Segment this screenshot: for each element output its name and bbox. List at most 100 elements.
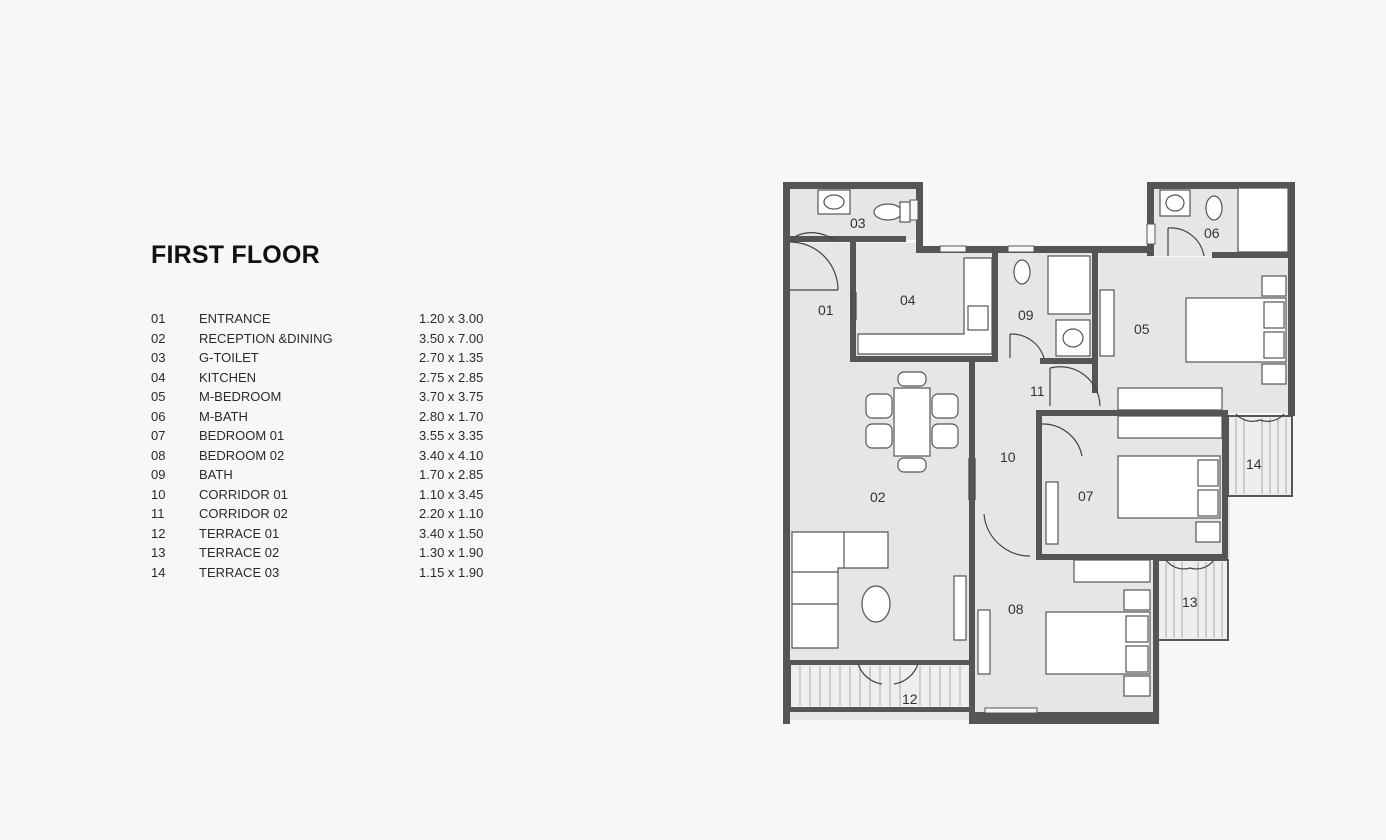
nightstand bbox=[1123, 589, 1151, 611]
page-title: FIRST FLOOR bbox=[151, 241, 320, 269]
wall-bed07-east bbox=[1222, 410, 1228, 560]
room-number: 08 bbox=[151, 447, 166, 463]
sofa-seams bbox=[792, 532, 845, 605]
room-size: 1.70 x 2.85 bbox=[419, 467, 484, 483]
wall-bed07-west bbox=[1036, 410, 1042, 560]
plan-label-01: 01 bbox=[818, 302, 834, 318]
room-name: ENTRANCE bbox=[199, 311, 271, 327]
room-name: CORRIDOR 01 bbox=[199, 486, 288, 502]
wall-bed08-east bbox=[1153, 556, 1159, 724]
wardrobe-bedroom07 bbox=[1117, 415, 1223, 439]
room-size: 3.55 x 3.35 bbox=[419, 428, 484, 444]
room-name: TERRACE 03 bbox=[199, 564, 280, 580]
plan-label-07: 07 bbox=[1078, 488, 1094, 504]
shower-09 bbox=[1047, 255, 1091, 315]
room-number: 10 bbox=[151, 486, 166, 502]
room-number: 12 bbox=[151, 525, 166, 541]
sofa bbox=[791, 531, 889, 649]
door-m-bedroom bbox=[1049, 366, 1101, 407]
wall-south-terrace bbox=[783, 708, 975, 712]
door-toilet bbox=[795, 232, 835, 241]
room-size: 2.75 x 2.85 bbox=[419, 369, 484, 385]
sink-basin-06 bbox=[1165, 194, 1185, 212]
plan-label-06: 06 bbox=[1204, 225, 1220, 241]
door-bath09 bbox=[1009, 333, 1045, 359]
wall-south-bed08 bbox=[975, 712, 1159, 724]
sink-basin-09 bbox=[1062, 328, 1084, 348]
plan-label-08: 08 bbox=[1008, 601, 1024, 617]
plan-label-09: 09 bbox=[1018, 307, 1034, 323]
wall-kitchen-east bbox=[992, 253, 998, 362]
room-size: 3.40 x 1.50 bbox=[419, 525, 484, 541]
wall-east bbox=[1288, 182, 1295, 416]
dining-chair bbox=[931, 423, 959, 449]
plan-label-04: 04 bbox=[900, 292, 916, 308]
pillow bbox=[1263, 301, 1285, 329]
room-size: 1.30 x 1.90 bbox=[419, 545, 484, 561]
nightstand bbox=[1195, 521, 1221, 543]
doors bbox=[789, 227, 1285, 685]
plan-label-11: 11 bbox=[1030, 383, 1045, 399]
coffee-table bbox=[861, 585, 891, 623]
windows bbox=[909, 199, 1156, 714]
room-number: 02 bbox=[151, 330, 166, 346]
room-name: M-BEDROOM bbox=[199, 389, 282, 405]
wall-bed07-north bbox=[1036, 410, 1224, 416]
dining-chair bbox=[897, 457, 927, 473]
door-bath06 bbox=[1167, 227, 1205, 257]
wall-living-south bbox=[790, 660, 972, 665]
toilet-bowl-09 bbox=[1013, 259, 1031, 285]
terrace-hatching bbox=[799, 418, 1287, 706]
room-number: 06 bbox=[151, 408, 166, 424]
room-number: 07 bbox=[151, 428, 166, 444]
room-name: BEDROOM 01 bbox=[199, 428, 285, 444]
nightstand bbox=[1261, 363, 1287, 385]
schedule-row: 07 BEDROOM 01 3.55 x 3.35 bbox=[151, 426, 511, 446]
furniture bbox=[791, 187, 1289, 697]
wall-west bbox=[783, 182, 790, 724]
hatch-terrace-14 bbox=[1235, 418, 1287, 494]
nightstand bbox=[1261, 275, 1287, 297]
plan-label-02: 02 bbox=[870, 489, 886, 505]
dining-chair bbox=[931, 393, 959, 419]
room-name: TERRACE 02 bbox=[199, 545, 280, 561]
sliding-door-kitchen bbox=[851, 292, 857, 320]
wall-bed07-south bbox=[1036, 554, 1226, 560]
room-name: KITCHEN bbox=[199, 369, 257, 385]
wall-corridor-west bbox=[969, 362, 975, 724]
wall-kitchen-west bbox=[850, 242, 856, 362]
door-terrace12 bbox=[857, 663, 919, 685]
toilet-bowl-06 bbox=[1205, 195, 1223, 221]
tv-unit-living bbox=[953, 575, 967, 641]
door-terrace13 bbox=[1165, 559, 1215, 570]
room-number: 09 bbox=[151, 467, 166, 483]
room-name: TERRACE 01 bbox=[199, 525, 280, 541]
door-bedroom08 bbox=[983, 513, 1031, 557]
pillow bbox=[1197, 459, 1219, 487]
window-top-bath09 bbox=[1007, 245, 1035, 253]
plan-label-03: 03 bbox=[850, 215, 866, 231]
wardrobe-bedroom08 bbox=[1073, 559, 1151, 583]
nightstand bbox=[1123, 675, 1151, 697]
toilet-tank-03 bbox=[899, 201, 911, 223]
dining-chair bbox=[865, 393, 893, 419]
terrace-13 bbox=[1157, 559, 1229, 641]
walls bbox=[783, 182, 1295, 724]
kitchen-counter bbox=[857, 257, 993, 355]
wall-bath09-south bbox=[1040, 358, 1098, 364]
dining-chair bbox=[865, 423, 893, 449]
plan-label-14: 14 bbox=[1246, 456, 1262, 472]
pillow bbox=[1197, 489, 1219, 517]
wall-top-bath06 bbox=[1147, 182, 1294, 189]
shower-06 bbox=[1237, 187, 1289, 253]
tv-unit-m-bedroom bbox=[1099, 289, 1115, 357]
pillow bbox=[1263, 331, 1285, 359]
wall-toilet-bottom bbox=[790, 236, 906, 242]
